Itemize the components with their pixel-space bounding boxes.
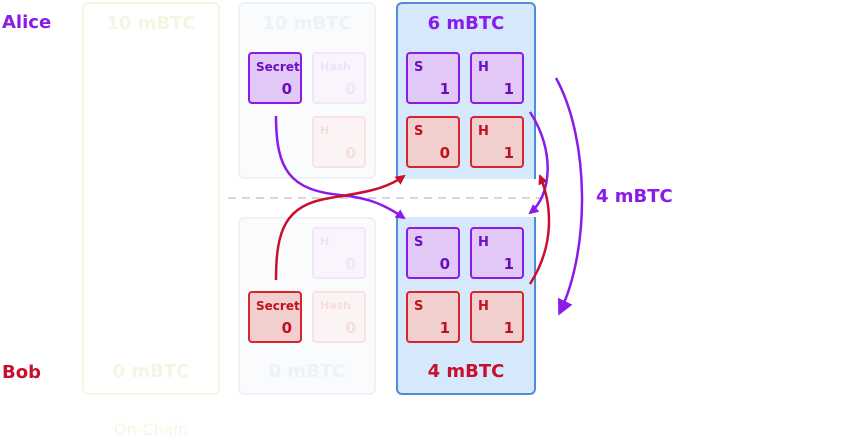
- onchain-caption: On-Chain: [113, 420, 189, 439]
- transfer-arrow: [554, 77, 584, 316]
- box-label: H: [478, 235, 489, 250]
- box-value: 1: [503, 255, 514, 273]
- alice-h-box-faint: H 0: [312, 116, 366, 168]
- secret-to-alice-arrow: [274, 174, 406, 281]
- bob-alice-h-box: H 1: [470, 227, 524, 279]
- box-value: 0: [345, 255, 356, 273]
- hash-to-bob-arrow: [528, 111, 549, 215]
- alice-hash-box-faint: Hash 0: [312, 52, 366, 104]
- bob-h-box-faint: H 0: [312, 227, 366, 279]
- box-label: Hash: [320, 299, 352, 312]
- alice-s-box: S 1: [406, 52, 460, 104]
- box-label: S: [414, 60, 424, 75]
- current-bob-amount: 4 mBTC: [427, 361, 505, 382]
- bob-alice-s-box: S 0: [406, 227, 460, 279]
- box-label: S: [414, 124, 424, 139]
- box-value: 0: [345, 80, 356, 98]
- previous-bob-amount: 0 mBTC: [268, 361, 346, 382]
- onchain-alice-amount: 10 mBTC: [106, 13, 196, 34]
- box-value: 1: [503, 144, 514, 162]
- box-label: Hash: [320, 60, 352, 73]
- bob-h-box: H 1: [470, 291, 524, 343]
- box-label: Secret: [256, 299, 300, 313]
- secret-to-bob-arrow: [274, 115, 406, 220]
- onchain-column: [82, 2, 220, 395]
- bob-label: Bob: [2, 362, 41, 383]
- alice-secret-box: Secret 0: [248, 52, 302, 104]
- bob-secret-box: Secret 0: [248, 291, 302, 343]
- alice-h-box: H 1: [470, 52, 524, 104]
- alice-label: Alice: [2, 12, 52, 33]
- onchain-bob-amount: 0 mBTC: [112, 361, 190, 382]
- alice-bob-h-box: H 1: [470, 116, 524, 168]
- box-label: S: [414, 299, 424, 314]
- bob-hash-box-faint: Hash 0: [312, 291, 366, 343]
- box-label: H: [478, 299, 489, 314]
- box-label: H: [320, 235, 330, 248]
- box-label: H: [320, 124, 330, 137]
- box-label: H: [478, 60, 489, 75]
- current-alice-amount: 6 mBTC: [427, 13, 505, 34]
- box-value: 0: [345, 319, 356, 337]
- box-label: Secret: [256, 60, 300, 74]
- box-value: 0: [345, 144, 356, 162]
- alice-bob-s-box: S 0: [406, 116, 460, 168]
- box-label: H: [478, 124, 489, 139]
- box-value: 0: [281, 80, 292, 98]
- box-value: 1: [439, 319, 450, 337]
- bob-s-box: S 1: [406, 291, 460, 343]
- box-value: 0: [439, 144, 450, 162]
- box-value: 1: [503, 80, 514, 98]
- transfer-amount-label: 4 mBTC: [596, 186, 673, 207]
- box-value: 0: [439, 255, 450, 273]
- hash-to-alice-arrow: [528, 174, 551, 285]
- box-value: 0: [281, 319, 292, 337]
- box-value: 1: [439, 80, 450, 98]
- previous-alice-amount: 10 mBTC: [262, 13, 352, 34]
- box-label: S: [414, 235, 424, 250]
- box-value: 1: [503, 319, 514, 337]
